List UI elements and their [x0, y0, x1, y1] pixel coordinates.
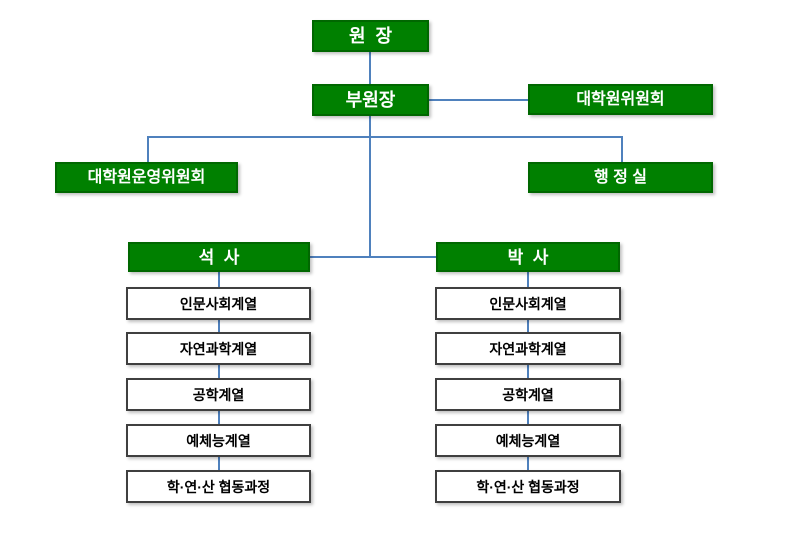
connector-master-col-3	[218, 365, 220, 378]
org-box-graduate-committee: 대학원위원회	[528, 84, 713, 115]
org-box-doctoral-program-3: 공학계열	[435, 378, 621, 411]
org-box-master-program-1: 인문사회계열	[126, 287, 311, 320]
connector-master-col-5	[218, 457, 220, 470]
org-box-director: 원 장	[312, 20, 429, 52]
org-box-doctoral-program-5: 학·연·산 협동과정	[435, 470, 621, 503]
org-box-doctoral-program-2: 자연과학계열	[435, 332, 621, 365]
org-box-master: 석 사	[128, 242, 310, 272]
org-box-doctoral-program-1: 인문사회계열	[435, 287, 621, 320]
connector-doctoral-col-1	[527, 272, 529, 287]
connector-doctoral-col-4	[527, 411, 529, 424]
connector-drop-admin-office	[621, 136, 623, 162]
org-box-admin-office: 행 정 실	[528, 162, 713, 193]
org-box-master-program-4: 예체능계열	[126, 424, 311, 457]
connector-master-doctoral	[310, 256, 436, 258]
org-box-doctoral: 박 사	[436, 242, 620, 272]
connector-vice-trunk	[369, 116, 371, 258]
org-box-master-program-5: 학·연·산 협동과정	[126, 470, 311, 503]
connector-doctoral-col-5	[527, 457, 529, 470]
connector-master-col-2	[218, 320, 220, 332]
connector-drop-operating-committee	[147, 136, 149, 162]
org-box-operating-committee: 대학원운영위원회	[55, 162, 238, 193]
connector-doctoral-col-3	[527, 365, 529, 378]
connector-director-vice	[369, 52, 371, 84]
connector-master-col-4	[218, 411, 220, 424]
connector-cross-bar	[147, 136, 623, 138]
org-box-vice-director: 부원장	[312, 84, 429, 116]
org-box-master-program-2: 자연과학계열	[126, 332, 311, 365]
connector-vice-graduate-committee	[429, 99, 528, 101]
org-box-doctoral-program-4: 예체능계열	[435, 424, 621, 457]
org-box-master-program-3: 공학계열	[126, 378, 311, 411]
connector-doctoral-col-2	[527, 320, 529, 332]
connector-master-col-1	[218, 272, 220, 287]
